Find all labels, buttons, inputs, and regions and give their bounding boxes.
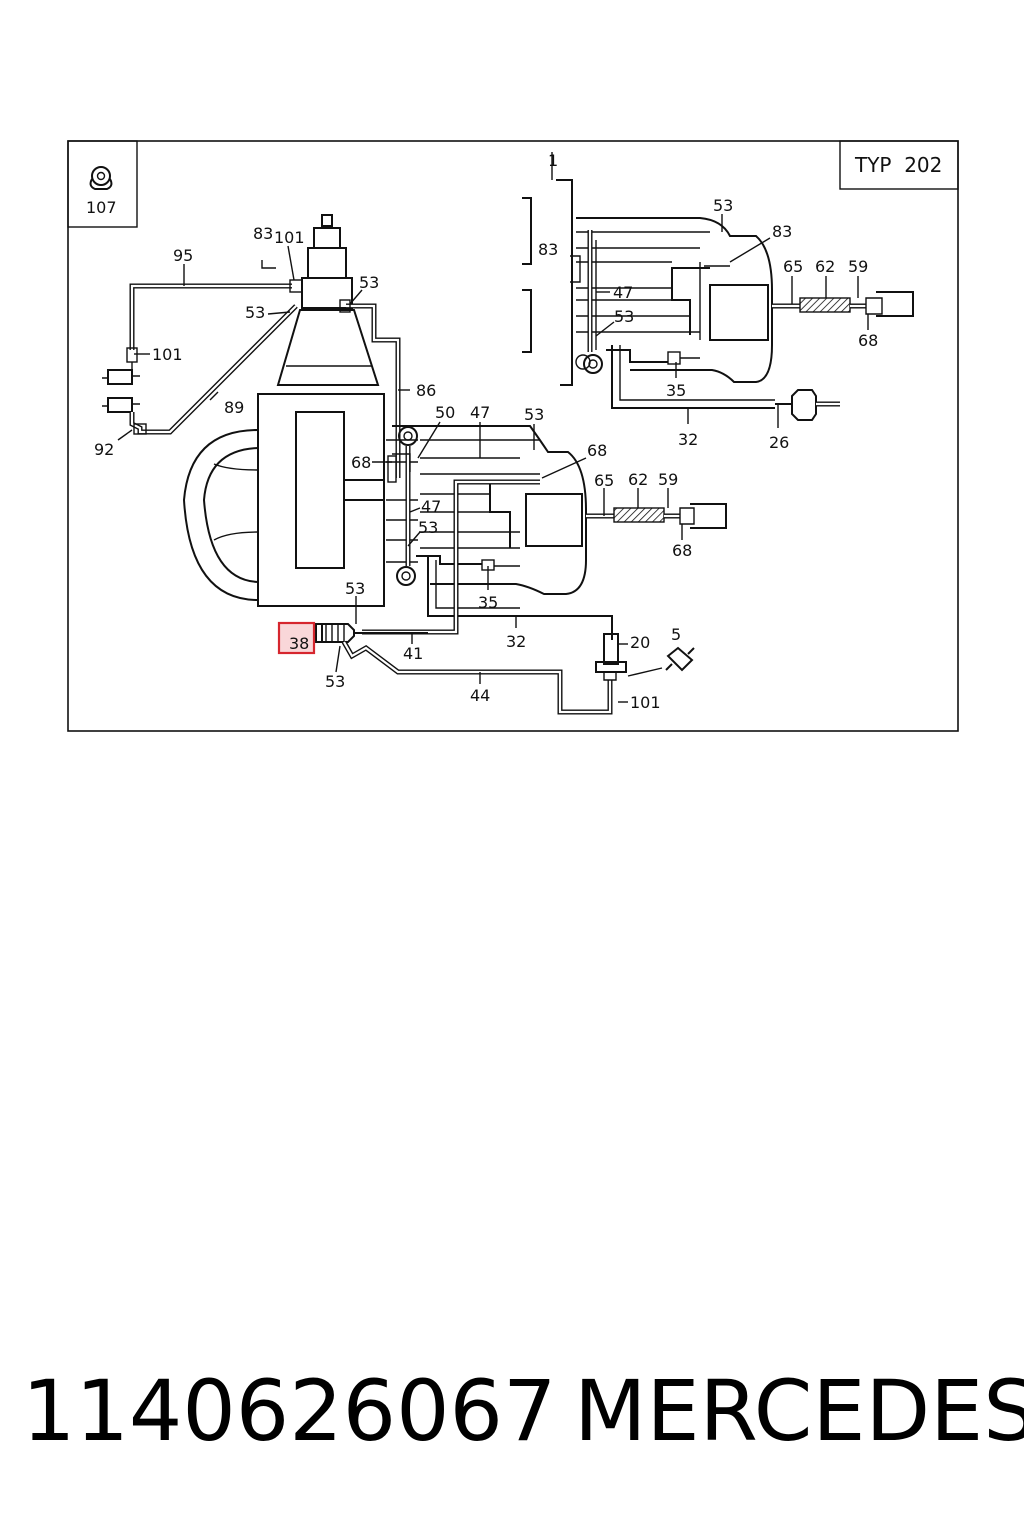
callout-62: 62 xyxy=(628,470,648,489)
vacuum-assembly-upper xyxy=(522,179,914,421)
callout-53: 53 xyxy=(325,672,345,691)
callout-53: 53 xyxy=(524,405,544,424)
callout-62: 62 xyxy=(815,257,835,276)
highlighted-part-38[interactable]: 38 xyxy=(277,621,316,655)
callout-53: 53 xyxy=(713,196,733,215)
check-valve-icon xyxy=(665,646,695,672)
callout-35: 35 xyxy=(666,381,686,400)
callout-32: 32 xyxy=(678,430,698,449)
hose-clip-icon xyxy=(89,166,113,190)
callout-68: 68 xyxy=(351,453,371,472)
callout-83: 83 xyxy=(538,240,558,259)
highlight-box[interactable] xyxy=(277,621,316,655)
callout-89: 89 xyxy=(224,398,244,417)
callout-59: 59 xyxy=(658,470,678,489)
callout-65: 65 xyxy=(594,471,614,490)
callout-53: 53 xyxy=(345,579,365,598)
part-footer: 1140626067 MERCEDES xyxy=(22,1362,1024,1472)
callout-50: 50 xyxy=(435,403,455,422)
callout-47: 47 xyxy=(470,403,490,422)
callout-5: 5 xyxy=(671,625,681,644)
clip-reference-label: 107 xyxy=(86,198,117,217)
callout-68: 68 xyxy=(672,541,692,560)
callout-35: 35 xyxy=(478,593,498,612)
callout-83: 83 xyxy=(772,222,792,241)
parts-diagram: 107 TYP 202 xyxy=(67,140,959,732)
part-number: 1140626067 xyxy=(22,1362,557,1460)
callout-47: 47 xyxy=(421,497,441,516)
callout-65: 65 xyxy=(783,257,803,276)
callout-53: 53 xyxy=(245,303,265,322)
highlight-label[interactable]: 38 xyxy=(289,634,309,653)
type-label: TYP 202 xyxy=(854,153,942,177)
callout-41: 41 xyxy=(403,644,423,663)
callout-53: 53 xyxy=(614,307,634,326)
callout-92: 92 xyxy=(94,440,114,459)
callout-44: 44 xyxy=(470,686,490,705)
clip-reference-box xyxy=(67,140,138,228)
callout-59: 59 xyxy=(848,257,868,276)
callout-68: 68 xyxy=(587,441,607,460)
callout-101: 101 xyxy=(274,228,305,247)
callout-1: 1 xyxy=(548,151,558,170)
callout-leaders xyxy=(117,152,869,703)
callout-47: 47 xyxy=(613,283,633,302)
brand-name: MERCEDES xyxy=(574,1362,1024,1460)
bottom-hose-lines xyxy=(315,623,695,715)
callout-101: 101 xyxy=(630,693,661,712)
callout-53: 53 xyxy=(418,518,438,537)
callout-53: 53 xyxy=(359,273,379,292)
vacuum-assembly-lower xyxy=(362,425,727,640)
callout-101: 101 xyxy=(152,345,183,364)
callout-labels: 53 83 83 65 62 59 68 47 53 35 32 26 95 8… xyxy=(94,151,878,712)
callout-32: 32 xyxy=(506,632,526,651)
diagram-frame xyxy=(67,140,959,732)
callout-83: 83 xyxy=(253,224,273,243)
callout-68: 68 xyxy=(858,331,878,350)
callout-20: 20 xyxy=(630,633,650,652)
type-box xyxy=(839,140,959,190)
callout-95: 95 xyxy=(173,246,193,265)
callout-86: 86 xyxy=(416,381,436,400)
engine-block xyxy=(102,214,401,607)
callout-26: 26 xyxy=(769,433,789,452)
